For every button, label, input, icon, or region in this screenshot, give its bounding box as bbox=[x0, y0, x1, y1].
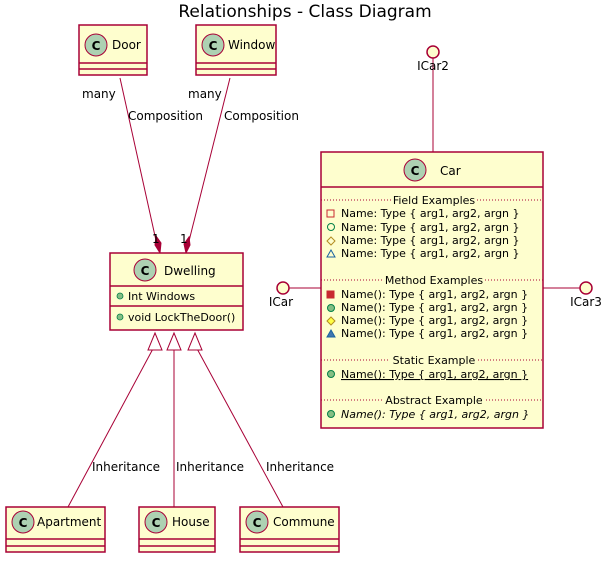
car-method: Name(): Type { arg1, arg2, argn } bbox=[341, 314, 528, 327]
car-method: Name(): Type { arg1, arg2, argn } bbox=[341, 288, 528, 301]
class-name-car: Car bbox=[440, 164, 461, 178]
svg-text:C: C bbox=[152, 516, 161, 530]
commune-inheritance-label: Inheritance bbox=[266, 460, 334, 474]
protected-diamond-icon bbox=[326, 236, 336, 246]
window-multiplicity-one: 1 bbox=[180, 232, 188, 246]
car-abstract-member: Name(): Type { arg1, arg2, argn } bbox=[341, 408, 529, 421]
car-abstract-header: Abstract Example bbox=[385, 394, 483, 407]
window-multiplicity-many: many bbox=[188, 87, 222, 101]
car-static-member: Name(): Type { arg1, arg2, argn } bbox=[341, 368, 528, 381]
class-name-dwelling: Dwelling bbox=[164, 264, 216, 278]
private-square-icon bbox=[326, 209, 335, 218]
interface-name-icar: ICar bbox=[269, 295, 293, 309]
class-house: C House bbox=[138, 506, 216, 553]
interface-icar3: ICar3 bbox=[570, 281, 602, 309]
class-name-house: House bbox=[172, 515, 210, 529]
class-name-commune: Commune bbox=[273, 515, 335, 529]
class-c-icon bbox=[11, 510, 35, 534]
svg-text:C: C bbox=[141, 264, 150, 278]
edges bbox=[67, 58, 580, 508]
svg-text:C: C bbox=[92, 39, 101, 53]
class-window: C Window bbox=[195, 24, 277, 76]
window-composition-label: Composition bbox=[224, 109, 299, 123]
inheritance-triangle-icon bbox=[147, 331, 163, 351]
class-door: C Door bbox=[78, 24, 148, 76]
apartment-inheritance-edge bbox=[67, 344, 156, 508]
car-field: Name: Type { arg1, arg2, argn } bbox=[341, 221, 520, 234]
composition-diamond-icon bbox=[154, 234, 162, 255]
car-field: Name: Type { arg1, arg2, argn } bbox=[341, 247, 520, 260]
interface-lollipop-icon bbox=[276, 281, 290, 295]
package-triangle-icon bbox=[326, 328, 336, 338]
car-static-header: Static Example bbox=[393, 354, 476, 367]
class-c-icon bbox=[144, 510, 168, 534]
interface-name-icar2: ICar2 bbox=[417, 59, 449, 73]
door-multiplicity-many: many bbox=[82, 87, 116, 101]
package-triangle-icon bbox=[326, 248, 336, 258]
protected-diamond-icon bbox=[326, 316, 336, 326]
public-circle-icon bbox=[116, 313, 124, 321]
class-c-icon bbox=[201, 33, 225, 57]
public-circle-icon bbox=[327, 223, 335, 231]
class-c-icon bbox=[403, 158, 427, 182]
public-circle-icon bbox=[327, 370, 335, 378]
car-field: Name: Type { arg1, arg2, argn } bbox=[341, 234, 520, 247]
composition-diamond-icon bbox=[183, 235, 191, 255]
interface-lollipop-icon bbox=[426, 45, 440, 59]
car-method: Name(): Type { arg1, arg2, argn } bbox=[341, 327, 528, 340]
svg-text:C: C bbox=[411, 164, 420, 178]
class-name-apartment: Apartment bbox=[37, 515, 101, 529]
class-dwelling: C Dwelling Int Windows void LockTheDoor(… bbox=[109, 252, 244, 331]
inheritance-triangle-icon bbox=[166, 331, 182, 351]
dwelling-field: Int Windows bbox=[128, 290, 195, 303]
car-field-header: Field Examples bbox=[393, 194, 476, 207]
interface-icar: ICar bbox=[269, 281, 293, 309]
door-composition-edge bbox=[119, 77, 158, 246]
interface-icar2: ICar2 bbox=[417, 45, 449, 73]
interface-lollipop-icon bbox=[579, 281, 593, 295]
inheritance-triangle-icon bbox=[187, 331, 203, 351]
svg-text:C: C bbox=[19, 516, 28, 530]
public-circle-icon bbox=[116, 292, 124, 300]
class-car: C Car Field Examples Name: Type { arg1, … bbox=[320, 151, 544, 429]
car-method: Name(): Type { arg1, arg2, argn } bbox=[341, 301, 528, 314]
class-name-window: Window bbox=[228, 38, 276, 52]
class-name-door: Door bbox=[112, 38, 141, 52]
private-square-icon bbox=[326, 290, 335, 299]
public-circle-icon bbox=[327, 304, 335, 312]
class-c-icon bbox=[133, 258, 157, 282]
public-circle-icon bbox=[327, 410, 335, 418]
class-apartment: C Apartment bbox=[5, 506, 106, 553]
window-composition-edge bbox=[187, 77, 231, 246]
car-method-header: Method Examples bbox=[385, 274, 483, 287]
class-commune: C Commune bbox=[239, 506, 340, 553]
car-field: Name: Type { arg1, arg2, argn } bbox=[341, 207, 520, 220]
diagram-title: Relationships - Class Diagram bbox=[178, 2, 431, 22]
door-composition-label: Composition bbox=[128, 109, 203, 123]
class-c-icon bbox=[84, 33, 108, 57]
house-inheritance-label: Inheritance bbox=[176, 460, 244, 474]
svg-text:C: C bbox=[209, 39, 218, 53]
svg-text:C: C bbox=[253, 516, 262, 530]
interface-name-icar3: ICar3 bbox=[570, 295, 602, 309]
dwelling-method: void LockTheDoor() bbox=[128, 311, 235, 324]
door-multiplicity-one: 1 bbox=[152, 232, 160, 246]
apartment-inheritance-label: Inheritance bbox=[92, 460, 160, 474]
class-c-icon bbox=[245, 510, 269, 534]
commune-inheritance-edge bbox=[194, 344, 284, 508]
